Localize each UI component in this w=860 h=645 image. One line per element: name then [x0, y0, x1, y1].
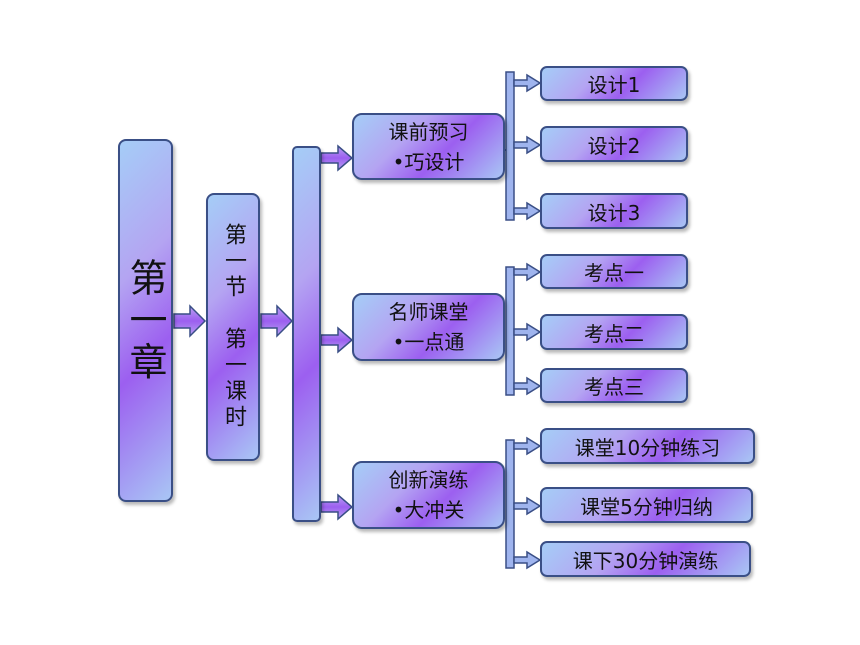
leaf-box-2: 设计2	[540, 126, 688, 162]
leaf-label: 考点一	[584, 261, 644, 285]
middle-box-lecture-subtitle: •一点通	[392, 330, 465, 354]
leaf-box-3: 设计3	[540, 193, 688, 229]
middle-box-lecture: 名师课堂 •一点通	[352, 293, 505, 361]
leaf-label: 课下30分钟演练	[572, 548, 719, 573]
middle-box-practice-title: 创新演练	[388, 468, 469, 492]
leaf-label: 课堂5分钟归纳	[580, 494, 713, 519]
middle-box-lecture-title: 名师课堂	[388, 300, 469, 324]
section-label: 第一节 第一课时	[221, 223, 246, 431]
bracket-group-2	[505, 262, 542, 396]
leaf-label: 设计2	[587, 133, 641, 158]
bracket-group-3	[505, 436, 542, 570]
leaf-box-6: 考点三	[540, 368, 688, 403]
leaf-box-1: 设计1	[540, 66, 688, 101]
leaf-label: 设计3	[587, 200, 641, 225]
leaf-label: 设计1	[587, 73, 641, 97]
arrow-to-middle-2	[320, 326, 354, 354]
arrow-to-middle-1	[320, 144, 354, 172]
leaf-label: 课堂10分钟练习	[574, 435, 721, 460]
leaf-box-8: 课堂5分钟归纳	[540, 487, 753, 523]
chapter-box: 第一章	[118, 139, 173, 502]
middle-box-practice: 创新演练 •大冲关	[352, 461, 505, 529]
leaf-box-9: 课下30分钟演练	[540, 541, 751, 577]
arrow-section-to-bar	[260, 304, 294, 338]
leaf-box-7: 课堂10分钟练习	[540, 428, 755, 464]
section-box: 第一节 第一课时	[206, 193, 260, 461]
chapter-label: 第一章	[123, 257, 167, 384]
leaf-box-4: 考点一	[540, 254, 688, 289]
arrow-chapter-to-section	[173, 304, 207, 338]
middle-box-preview-title: 课前预习	[388, 119, 469, 144]
middle-box-preview: 课前预习 •巧设计	[352, 113, 505, 180]
middle-box-preview-subtitle: •巧设计	[392, 149, 465, 174]
leaf-label: 考点二	[584, 321, 644, 346]
middle-box-practice-subtitle: •大冲关	[392, 498, 465, 522]
bracket-group-1	[505, 71, 542, 221]
arrow-to-middle-3	[320, 493, 354, 521]
vertical-bar	[292, 146, 321, 522]
leaf-label: 考点三	[584, 375, 644, 399]
leaf-box-5: 考点二	[540, 314, 688, 350]
